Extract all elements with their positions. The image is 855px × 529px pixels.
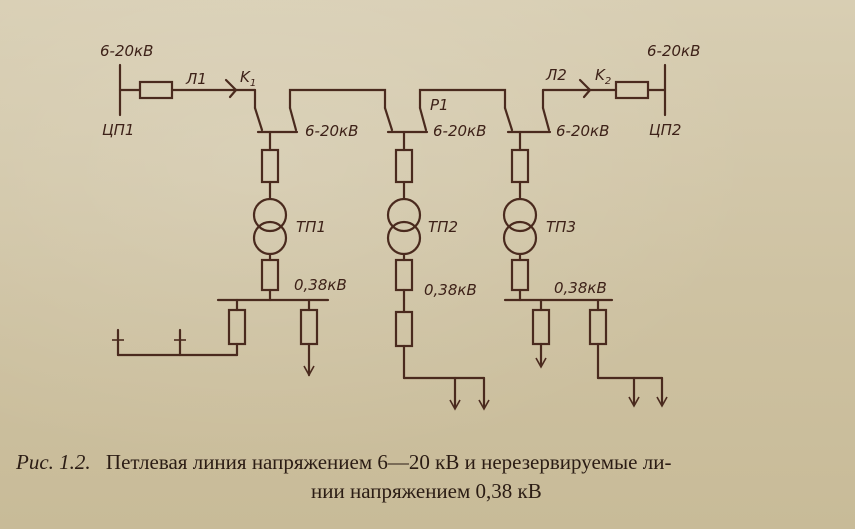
label-tp3: ТП3	[546, 218, 576, 236]
label-tp3-lv: 0,38кВ	[554, 279, 607, 297]
figure-number: Рис. 1.2.	[16, 450, 91, 474]
switch-p1	[418, 106, 428, 132]
label-k2: K2	[595, 66, 611, 87]
fault-k2-mark	[578, 78, 592, 99]
label-p1: Р1	[430, 96, 449, 114]
label-cp1: ЦП1	[102, 121, 134, 139]
label-tp2: ТП2	[428, 218, 458, 236]
tp1-feeders	[112, 298, 319, 377]
label-tp3-hv: 6-20кВ	[556, 122, 609, 140]
caption-line-2: нии напряжением 0,38 кВ	[311, 479, 542, 503]
switch-tp1-left	[253, 106, 264, 132]
tp1-hv-fuse	[260, 148, 280, 184]
loop-bridges	[288, 88, 507, 110]
tp3-lv-fuse	[510, 258, 530, 292]
label-k1: K1	[240, 68, 256, 89]
tp1-lv-fuse	[260, 258, 280, 292]
label-tp2-lv: 0,38кВ	[424, 281, 477, 299]
switch-tp3-left	[503, 106, 514, 132]
tp3-hv-fuse	[510, 148, 530, 184]
label-cp1-voltage: 6-20кВ	[100, 42, 153, 60]
switch-tp2-left	[383, 106, 394, 132]
tp2-switchgear	[383, 106, 429, 302]
loop-line-diagram: 6-20кВ ЦП1 Л1 K1 6-20кВ ЦП2 Л2 K2 Р1 6-2…	[100, 42, 700, 411]
label-l1: Л1	[185, 70, 207, 88]
tp3-switchgear	[502, 106, 614, 302]
fault-k1-mark	[224, 78, 238, 99]
source-cp2	[541, 63, 667, 117]
tp2-lv-fuse	[394, 258, 414, 292]
label-l2: Л2	[545, 66, 567, 84]
switch-tp3-right	[541, 106, 551, 132]
line-l1-resistor	[138, 80, 174, 100]
label-tp1-hv: 6-20кВ	[305, 122, 358, 140]
switch-tp1-right	[288, 106, 298, 132]
label-cp2: ЦП2	[649, 121, 681, 139]
line-l2-resistor	[614, 80, 650, 100]
tp3-feeders	[531, 298, 668, 408]
source-cp1	[118, 63, 257, 117]
figure-caption: Рис. 1.2. Петлевая линия напряжением 6—2…	[16, 448, 846, 506]
caption-line-1: Петлевая линия напряжением 6—20 кВ и нер…	[105, 450, 672, 474]
label-tp1-lv: 0,38кВ	[294, 276, 347, 294]
tp2-hv-fuse	[394, 148, 414, 184]
label-tp2-hv: 6-20кВ	[433, 122, 486, 140]
label-tp1: ТП1	[296, 218, 326, 236]
label-cp2-voltage: 6-20кВ	[647, 42, 700, 60]
tp2-feeders	[394, 298, 490, 411]
